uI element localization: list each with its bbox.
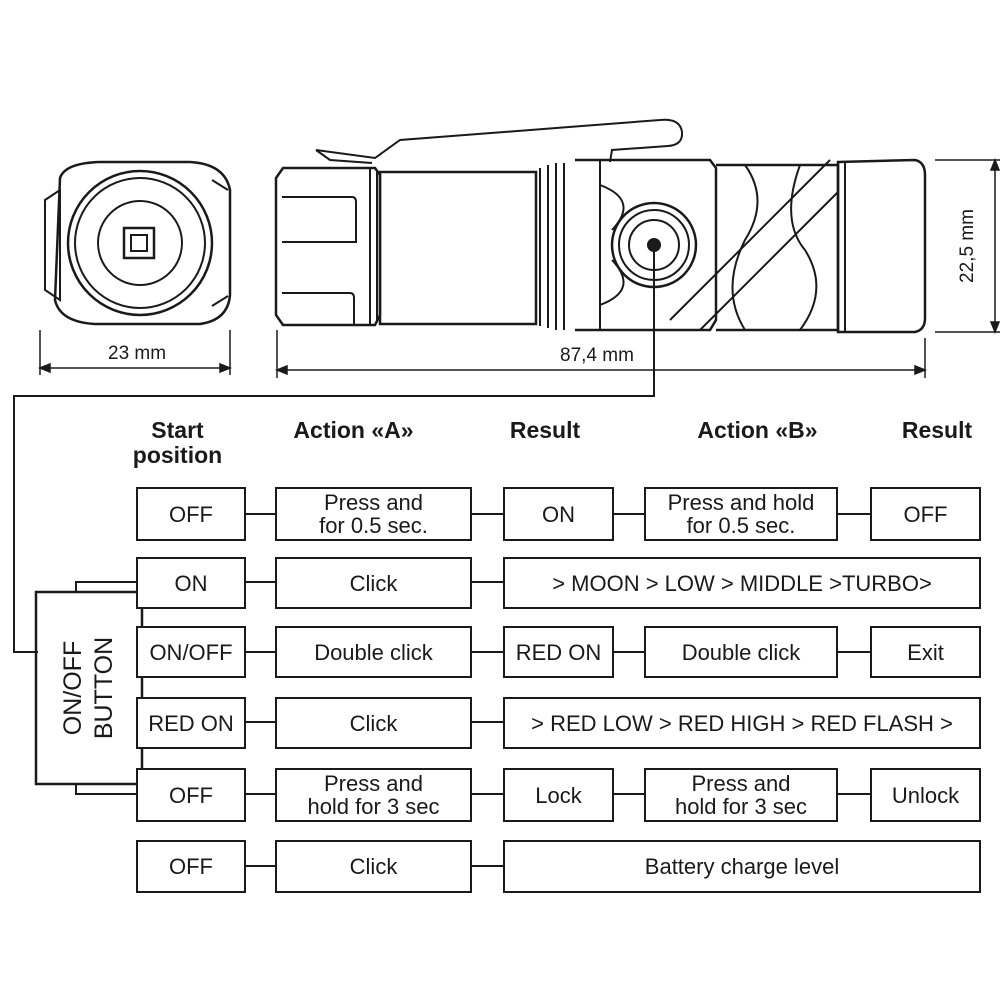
- row2-start-cell: ON: [136, 557, 246, 609]
- on-off-button-label: ON/OFF BUTTON: [36, 592, 142, 784]
- front-view: [44, 160, 232, 326]
- header-start-position: Start position: [132, 417, 223, 468]
- row5-action-b-cell: Press and hold for 3 sec: [644, 768, 838, 822]
- row3-action-b-cell: Double click: [644, 626, 838, 678]
- row3-result-b-cell: Exit: [870, 626, 981, 678]
- row4-result-cell: > RED LOW > RED HIGH > RED FLASH >: [503, 697, 981, 749]
- row3-action-a-cell: Double click: [275, 626, 472, 678]
- length-dimension-label: 87,4 mm: [560, 345, 634, 366]
- row5-result-a-cell: Lock: [503, 768, 614, 822]
- row1-action-b-cell: Press and hold for 0.5 sec.: [644, 487, 838, 541]
- height-dimension-label: 22,5 mm: [957, 209, 978, 283]
- row3-start-cell: ON/OFF: [136, 626, 246, 678]
- side-view: [274, 118, 927, 334]
- header-action-b: Action «B»: [697, 417, 818, 443]
- header-result-a: Result: [509, 417, 581, 443]
- row6-action-a-cell: Click: [275, 840, 472, 893]
- button-leader-line: [13, 245, 655, 653]
- row1-action-a-cell: Press and for 0.5 sec.: [275, 487, 472, 541]
- row3-result-a-cell: RED ON: [503, 626, 614, 678]
- row1-result-b-cell: OFF: [870, 487, 981, 541]
- on-off-button-text: ON/OFF BUTTON: [59, 636, 118, 740]
- row5-result-b-cell: Unlock: [870, 768, 981, 822]
- header-action-a: Action «A»: [293, 417, 414, 443]
- header-result-b: Result: [901, 417, 973, 443]
- row2-action-a-cell: Click: [275, 557, 472, 609]
- row5-start-cell: OFF: [136, 768, 246, 822]
- row1-start-cell: OFF: [136, 487, 246, 541]
- on-off-button-box: [34, 590, 144, 786]
- row6-start-cell: OFF: [136, 840, 246, 893]
- row4-start-cell: RED ON: [136, 697, 246, 749]
- row4-action-a-cell: Click: [275, 697, 472, 749]
- row1-result-a-cell: ON: [503, 487, 614, 541]
- width-dimension-label: 23 mm: [108, 343, 167, 364]
- row2-result-cell: > MOON > LOW > MIDDLE >TURBO>: [503, 557, 981, 609]
- row6-result-cell: Battery charge level: [503, 840, 981, 893]
- row5-action-a-cell: Press and hold for 3 sec: [275, 768, 472, 822]
- dimension-lines: [37, 157, 1000, 378]
